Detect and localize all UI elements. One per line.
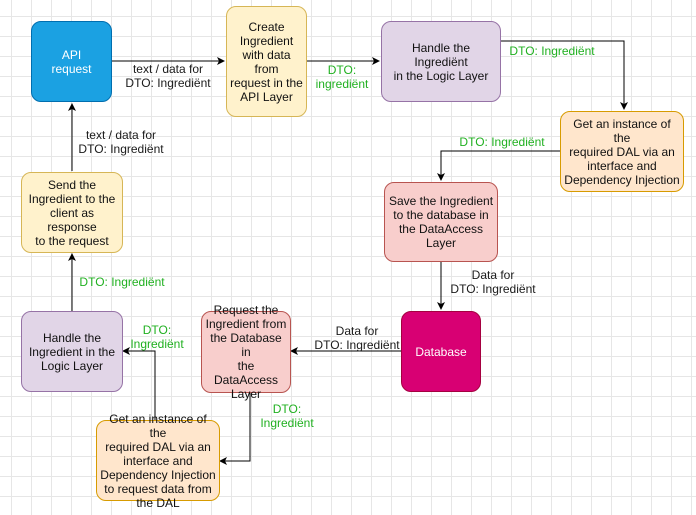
label-save-to-db: Data for DTO: Ingrediënt	[450, 268, 536, 296]
edge-request-to-dal	[219, 393, 251, 465]
label-dal-to-logic: DTO: Ingrediënt	[130, 323, 184, 351]
node-get-dal-top: Get an instance of the required DAL via …	[560, 111, 684, 192]
label-logic-to-send: DTO: Ingrediënt	[79, 275, 165, 289]
node-handle-logic-bottom: Handle the Ingredient in the Logic Layer	[21, 311, 123, 392]
label-create-to-logic: DTO: ingrediënt	[315, 63, 369, 91]
node-api-request: API request	[31, 21, 112, 102]
node-send-ingredient: Send the Ingredient to the client as res…	[21, 172, 123, 253]
label-api-to-create: text / data for DTO: Ingrediënt	[125, 62, 211, 90]
label-request-to-dal: DTO: Ingrediënt	[260, 402, 314, 430]
node-database: Database	[401, 311, 481, 392]
edge-logic-to-dal	[501, 40, 628, 110]
edge-dal-to-save	[437, 150, 560, 181]
node-save-ingredient: Save the Ingredient to the database in t…	[384, 182, 498, 262]
label-dal-to-save: DTO: Ingrediënt	[459, 135, 545, 149]
node-get-dal-bottom: Get an instance of the required DAL via …	[96, 412, 220, 510]
node-request-ingredient: Request the Ingredient from the Database…	[201, 303, 291, 401]
node-create-ingredient: Create Ingredient with data from request…	[226, 6, 307, 117]
label-logic-to-dal: DTO: Ingrediënt	[509, 44, 595, 58]
edge-dal-to-logic	[122, 347, 156, 420]
label-send-to-api: text / data for DTO: Ingrediënt	[78, 128, 164, 156]
node-handle-logic-top: Handle the Ingrediënt in the Logic Layer	[381, 21, 501, 102]
label-db-to-request: Data for DTO: Ingrediënt	[314, 324, 400, 352]
